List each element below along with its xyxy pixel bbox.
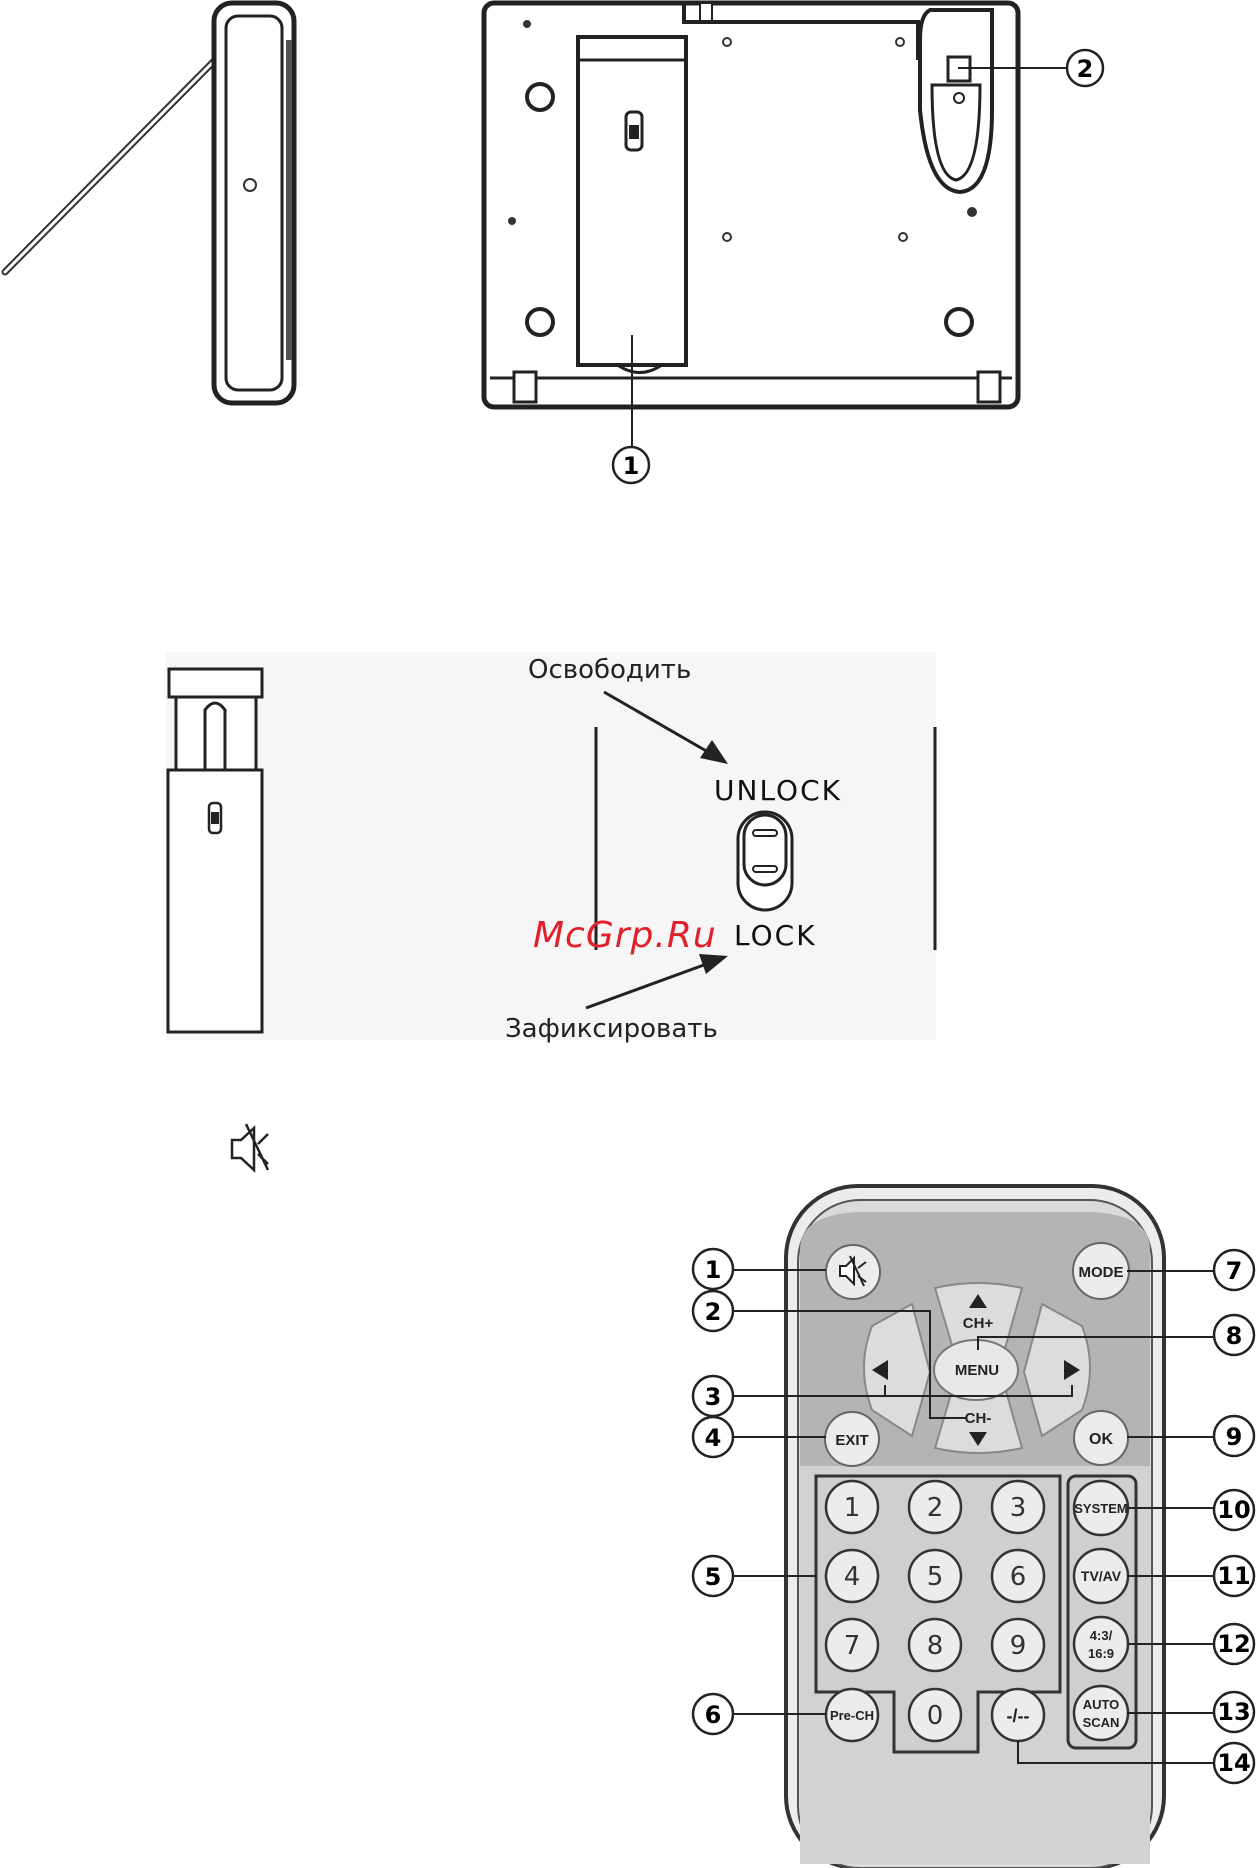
svg-text:AUTO: AUTO — [1083, 1697, 1120, 1712]
exit-button[interactable]: EXIT — [825, 1412, 879, 1466]
svg-text:TV/AV: TV/AV — [1081, 1568, 1122, 1584]
remote-callout-10: 10 — [1214, 1490, 1254, 1530]
mute-button[interactable] — [826, 1245, 880, 1299]
remote-callout-12: 12 — [1214, 1624, 1254, 1664]
svg-text:1: 1 — [623, 452, 640, 480]
remote-callout-11: 11 — [1214, 1556, 1254, 1596]
prech-button[interactable]: Pre-CH — [826, 1689, 878, 1741]
svg-text:8: 8 — [1226, 1322, 1243, 1350]
svg-text:6: 6 — [1010, 1562, 1027, 1592]
svg-text:12: 12 — [1217, 1630, 1250, 1658]
lock-figure: Освободить UNLOCK LOCK Зафиксировать McG… — [166, 652, 936, 1044]
digit-button-2[interactable]: 2 — [909, 1481, 961, 1533]
svg-text:3: 3 — [705, 1383, 722, 1411]
svg-text:11: 11 — [1217, 1562, 1250, 1590]
svg-text:10: 10 — [1217, 1496, 1250, 1524]
svg-text:14: 14 — [1217, 1749, 1250, 1777]
svg-text:16:9: 16:9 — [1088, 1646, 1114, 1661]
svg-text:4: 4 — [705, 1424, 722, 1452]
svg-text:4:3/: 4:3/ — [1090, 1628, 1113, 1643]
remote-callout-9: 9 — [1214, 1416, 1254, 1456]
svg-text:2: 2 — [927, 1493, 944, 1523]
fix-label: Зафиксировать — [505, 1014, 718, 1044]
menu-button[interactable]: MENU — [955, 1362, 999, 1379]
svg-text:3: 3 — [1010, 1493, 1027, 1523]
remote-callout-13: 13 — [1214, 1692, 1254, 1732]
remote-callout-6: 6 — [693, 1694, 733, 1734]
tvav-button[interactable]: TV/AV — [1074, 1549, 1128, 1603]
system-button[interactable]: SYSTEM — [1074, 1481, 1128, 1535]
remote-callout-1: 1 — [693, 1249, 733, 1289]
svg-text:9: 9 — [1010, 1631, 1027, 1661]
speaker-mute-icon — [232, 1124, 268, 1170]
svg-text:0: 0 — [927, 1701, 944, 1731]
svg-text:4: 4 — [844, 1562, 861, 1592]
svg-text:Pre-CH: Pre-CH — [830, 1708, 874, 1723]
svg-text:9: 9 — [1226, 1423, 1243, 1451]
digit-button-8[interactable]: 8 — [909, 1619, 961, 1671]
svg-text:5: 5 — [927, 1562, 944, 1592]
aspect-ratio-button[interactable]: 4:3/ 16:9 — [1074, 1617, 1128, 1671]
svg-text:7: 7 — [844, 1631, 861, 1661]
digit-button-7[interactable]: 7 — [826, 1619, 878, 1671]
digit-button-5[interactable]: 5 — [909, 1550, 961, 1602]
auto-scan-button[interactable]: AUTO SCAN — [1074, 1686, 1128, 1740]
svg-text:1: 1 — [844, 1493, 861, 1523]
svg-text:MODE: MODE — [1079, 1264, 1124, 1281]
ok-button[interactable]: OK — [1074, 1411, 1128, 1465]
svg-text:7: 7 — [1226, 1257, 1243, 1285]
svg-text:SCAN: SCAN — [1083, 1715, 1120, 1730]
svg-text:2: 2 — [705, 1298, 722, 1326]
tv-side-view — [5, 3, 294, 403]
lock-text: LOCK — [734, 919, 817, 952]
digit-button-6[interactable]: 6 — [992, 1550, 1044, 1602]
digit-button-9[interactable]: 9 — [992, 1619, 1044, 1671]
svg-text:8: 8 — [927, 1631, 944, 1661]
remote-callout-3: 3 — [693, 1376, 733, 1416]
remote-callout-4: 4 — [693, 1417, 733, 1457]
mode-button[interactable]: MODE — [1073, 1243, 1129, 1299]
svg-text:6: 6 — [705, 1701, 722, 1729]
svg-text:1: 1 — [705, 1256, 722, 1284]
watermark-text: McGrp.Ru — [533, 915, 717, 956]
unlock-text: UNLOCK — [714, 774, 842, 807]
svg-text:MENU: MENU — [955, 1362, 999, 1379]
svg-text:13: 13 — [1217, 1698, 1250, 1726]
remote-callout-7: 7 — [1214, 1250, 1254, 1290]
remote-callout-2: 2 — [693, 1291, 733, 1331]
digit-button-0[interactable]: 0 — [909, 1689, 961, 1741]
dash-button[interactable]: -/-- — [992, 1689, 1044, 1741]
svg-text:CH+: CH+ — [963, 1315, 994, 1332]
tv-back-view — [484, 3, 1018, 407]
remote-callout-8: 8 — [1214, 1315, 1254, 1355]
digit-button-1[interactable]: 1 — [826, 1481, 878, 1533]
svg-text:2: 2 — [1077, 55, 1094, 83]
svg-text:SYSTEM: SYSTEM — [1074, 1501, 1127, 1516]
svg-text:EXIT: EXIT — [835, 1432, 868, 1449]
digit-button-3[interactable]: 3 — [992, 1481, 1044, 1533]
svg-text:-/--: -/-- — [1007, 1706, 1030, 1726]
svg-text:OK: OK — [1089, 1431, 1113, 1448]
svg-text:CH-: CH- — [965, 1410, 992, 1427]
svg-text:5: 5 — [705, 1563, 722, 1591]
release-label: Освободить — [528, 655, 691, 685]
remote-callout-14: 14 — [1214, 1743, 1254, 1783]
remote-callout-5: 5 — [693, 1556, 733, 1596]
digit-button-4[interactable]: 4 — [826, 1550, 878, 1602]
